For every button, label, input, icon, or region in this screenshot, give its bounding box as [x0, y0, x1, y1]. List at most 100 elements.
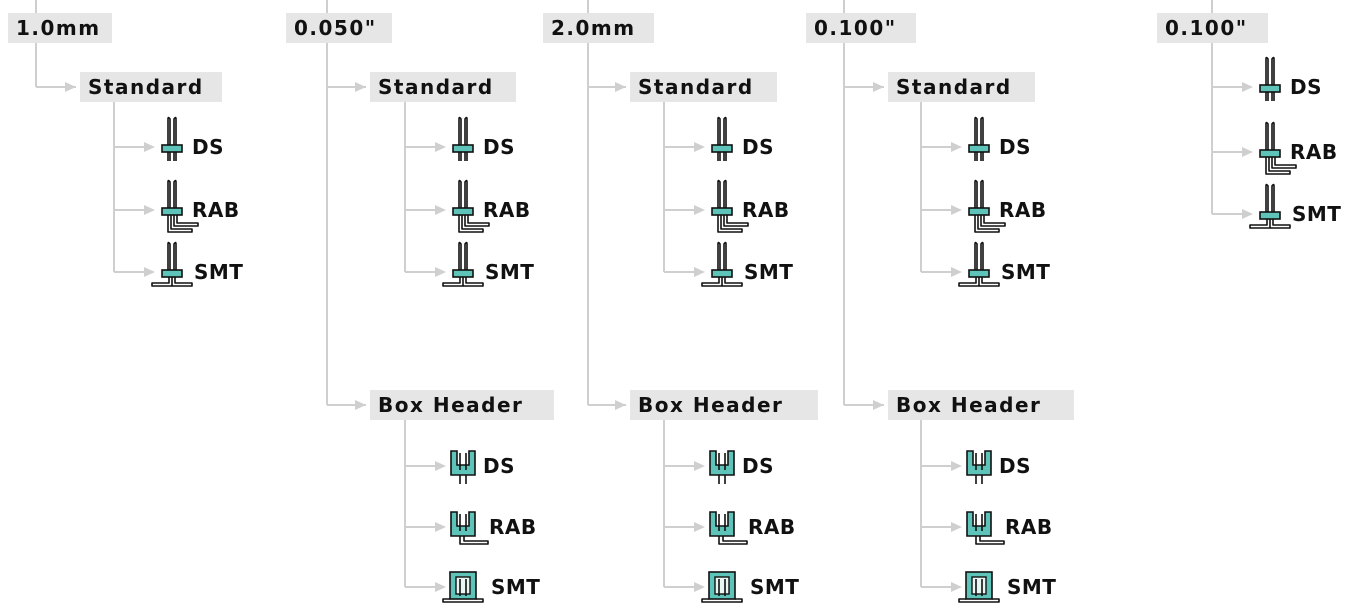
mount-type-label: RAB [483, 198, 531, 222]
mount-type-label: RAB [999, 198, 1047, 222]
group-1-0: Standard [370, 72, 516, 102]
group-arrow-icon [65, 82, 76, 92]
item-arrow-icon [144, 205, 155, 215]
mount-type-label: DS [999, 135, 1031, 159]
item-arrow-icon [1242, 147, 1253, 157]
tree-nodes: 1.0mmStandardDSRABSMT0.050"StandardDSRAB… [8, 13, 1341, 603]
group-2-1-label: Box Header [638, 393, 783, 417]
mount-type-label: DS [192, 135, 224, 159]
pitch-label-4: 0.100" [1157, 13, 1268, 43]
item-arrow-icon [951, 142, 962, 152]
mount-type-label: SMT [491, 575, 540, 599]
ds-pin-header-icon [711, 116, 733, 161]
item-arrow-icon [694, 205, 705, 215]
mount-type-label: RAB [742, 198, 790, 222]
group-1-1-label: Box Header [378, 393, 523, 417]
item-arrow-icon [951, 522, 962, 532]
rab-pin-header-icon [1259, 121, 1297, 175]
pitch-label-2-label: 2.0mm [551, 16, 636, 40]
mount-type-label: DS [483, 135, 515, 159]
item-arrow-icon [951, 461, 962, 471]
item-arrow-icon [435, 205, 446, 215]
item-arrow-icon [694, 461, 705, 471]
group-3-0-label: Standard [896, 75, 1012, 99]
mount-type-label: RAB [1290, 140, 1338, 164]
item-arrow-icon [144, 142, 155, 152]
group-arrow-icon [873, 400, 884, 410]
smt-pin-header-icon [442, 241, 484, 287]
item-arrow-icon [1242, 209, 1253, 219]
mount-type-label: DS [1290, 75, 1322, 99]
item-arrow-icon [144, 267, 155, 277]
mount-type-label: SMT [744, 260, 793, 284]
pitch-label-1-label: 0.050" [294, 16, 377, 40]
rab-pin-header-icon [452, 179, 490, 233]
tree-lines [35, 0, 1253, 592]
smt-box-header-icon [701, 571, 743, 603]
group-arrow-icon [615, 82, 626, 92]
rab-box-header-icon [709, 511, 748, 545]
pitch-label-1: 0.050" [286, 13, 392, 43]
item-arrow-icon [951, 205, 962, 215]
item-arrow-icon [951, 582, 962, 592]
smt-box-header-icon [958, 571, 1000, 603]
group-arrow-icon [615, 400, 626, 410]
group-1-0-label: Standard [378, 75, 494, 99]
smt-pin-header-icon [701, 241, 743, 287]
ds-pin-header-icon [1259, 56, 1281, 101]
item-arrow-icon [694, 582, 705, 592]
mount-type-label: DS [999, 454, 1031, 478]
pitch-label-3-label: 0.100" [814, 16, 897, 40]
ds-pin-header-icon [161, 116, 183, 161]
group-3-1: Box Header [888, 390, 1074, 420]
group-0-0: Standard [80, 72, 222, 102]
pitch-label-3: 0.100" [806, 13, 916, 43]
mount-type-label: SMT [1292, 202, 1341, 226]
pitch-label-2: 2.0mm [543, 13, 654, 43]
mount-type-label: RAB [1005, 515, 1053, 539]
mount-type-label: SMT [485, 260, 534, 284]
rab-pin-header-icon [161, 179, 199, 233]
group-arrow-icon [355, 82, 366, 92]
item-arrow-icon [694, 267, 705, 277]
group-3-1-label: Box Header [896, 393, 1041, 417]
mount-type-label: SMT [194, 260, 243, 284]
item-arrow-icon [435, 522, 446, 532]
group-0-0-label: Standard [88, 75, 204, 99]
smt-pin-header-icon [151, 241, 193, 287]
smt-pin-header-icon [1249, 183, 1291, 229]
ds-pin-header-icon [452, 116, 474, 161]
mount-type-label: DS [742, 135, 774, 159]
group-arrow-icon [355, 400, 366, 410]
group-2-1: Box Header [630, 390, 818, 420]
ds-pin-header-icon [968, 116, 990, 161]
item-arrow-icon [694, 522, 705, 532]
pitch-label-0: 1.0mm [8, 13, 112, 43]
item-arrow-icon [951, 267, 962, 277]
group-3-0: Standard [888, 72, 1035, 102]
rab-pin-header-icon [968, 179, 1006, 233]
item-arrow-icon [435, 461, 446, 471]
ds-box-header-icon [450, 450, 476, 484]
item-arrow-icon [1242, 82, 1253, 92]
smt-box-header-icon [442, 571, 484, 603]
rab-box-header-icon [966, 511, 1005, 545]
group-2-0: Standard [630, 72, 777, 102]
rab-pin-header-icon [711, 179, 749, 233]
item-arrow-icon [435, 142, 446, 152]
mount-type-label: DS [742, 454, 774, 478]
ds-box-header-icon [966, 450, 992, 484]
group-2-0-label: Standard [638, 75, 754, 99]
smt-pin-header-icon [958, 241, 1000, 287]
item-arrow-icon [435, 267, 446, 277]
item-arrow-icon [694, 142, 705, 152]
mount-type-label: SMT [750, 575, 799, 599]
ds-box-header-icon [709, 450, 735, 484]
pitch-label-4-label: 0.100" [1165, 16, 1248, 40]
mount-type-label: DS [483, 454, 515, 478]
mount-type-label: SMT [1001, 260, 1050, 284]
pitch-label-0-label: 1.0mm [16, 16, 101, 40]
group-arrow-icon [873, 82, 884, 92]
group-1-1: Box Header [370, 390, 554, 420]
